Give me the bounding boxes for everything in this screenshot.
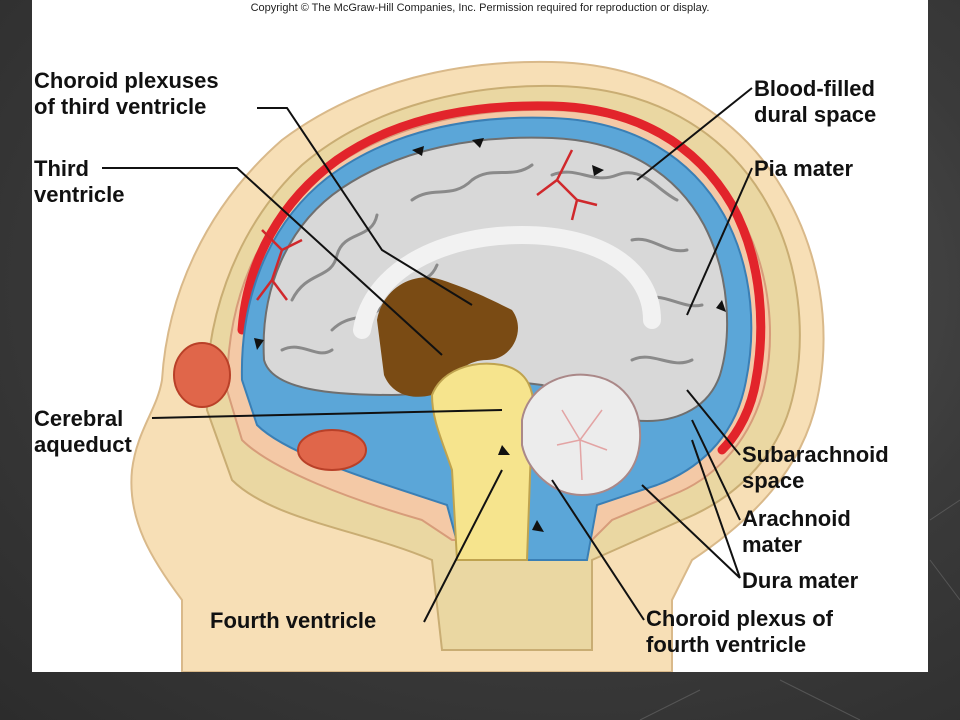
leader-choroid-third xyxy=(257,107,473,306)
label-dura-mater: Dura mater xyxy=(742,568,859,593)
leader-choroid-fourth xyxy=(551,479,645,621)
label-subarachnoid-space: Subarachnoid space xyxy=(742,442,889,493)
brainstem xyxy=(430,362,535,561)
label-fourth-ventricle: Fourth ventricle xyxy=(210,608,377,633)
cortical-vessels xyxy=(256,149,598,301)
label-pia-mater: Pia mater xyxy=(754,156,854,181)
leader-third-ventricle xyxy=(102,167,443,356)
frontal-sinus xyxy=(173,342,231,408)
copyright-notice: Copyright © The McGraw-Hill Companies, I… xyxy=(250,2,710,14)
leader-fourth-ventricle xyxy=(423,469,503,623)
brain-sagittal-illustration xyxy=(102,60,825,672)
csf-flow-arrows xyxy=(254,138,726,532)
leader-cerebral-aqueduct xyxy=(151,409,503,419)
label-blood-filled-dural-space: Blood-filled dural space xyxy=(754,76,877,127)
label-choroid-plexuses-third: Choroid plexuses of third ventricle xyxy=(34,68,219,119)
label-arachnoid-mater: Arachnoid mater xyxy=(742,506,851,557)
label-cerebral-aqueduct: Cerebral aqueduct xyxy=(34,406,132,457)
corpus-callosum xyxy=(353,225,661,339)
leader-lines xyxy=(102,87,753,623)
leader-arachnoid xyxy=(691,419,741,521)
third-ventricle xyxy=(377,277,518,397)
label-choroid-plexus-fourth: Choroid plexus of fourth ventricle xyxy=(646,606,833,657)
leader-subarachnoid xyxy=(686,389,741,456)
sphenoid-sinus xyxy=(297,429,367,471)
diagram-panel: Copyright © The McGraw-Hill Companies, I… xyxy=(32,0,928,672)
leader-pia xyxy=(686,167,753,316)
cerebellum xyxy=(521,373,642,497)
label-third-ventricle: Third ventricle xyxy=(34,156,125,207)
leader-dura xyxy=(641,439,741,579)
leader-blood-dural xyxy=(636,87,753,181)
dural-sinus xyxy=(237,101,766,455)
cerebellum-arbor xyxy=(556,409,608,481)
